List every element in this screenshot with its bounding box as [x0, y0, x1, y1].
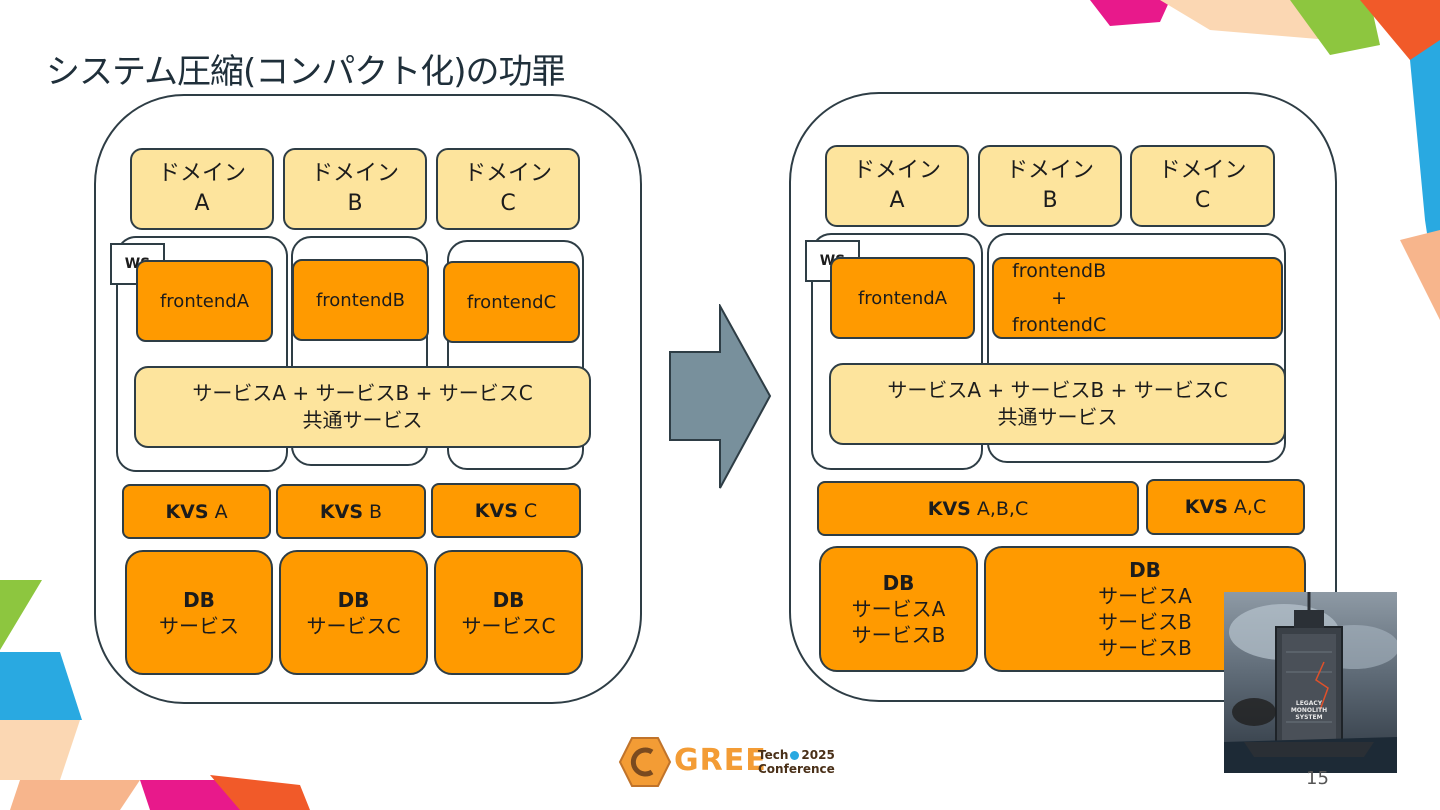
domain-label: ドメイン	[157, 161, 246, 186]
kvs-suffix: B	[369, 500, 383, 523]
kvs-label: KVS	[474, 499, 518, 522]
corner-decoration-top-right	[1090, 0, 1440, 320]
after-shared-service: サービスA + サービスB + サービスC 共通サービス	[829, 363, 1286, 445]
db-label: DB	[337, 587, 370, 612]
before-domain-b: ドメイン B	[283, 148, 427, 230]
before-db-1: DB サービス	[125, 550, 273, 675]
after-frontend-a: frontendA	[830, 257, 975, 339]
monolith-ship-icon	[1224, 592, 1397, 773]
after-domain-c: ドメイン C	[1130, 145, 1275, 227]
db-label: DB	[492, 587, 525, 612]
db-label: DB	[882, 571, 915, 595]
before-domain-a: ドメイン A	[130, 148, 274, 230]
kvs-label: KVS	[165, 500, 209, 523]
db-service: サービスC	[306, 613, 401, 638]
db-service: サービスA	[1098, 584, 1192, 608]
kvs-label: KVS	[927, 497, 971, 520]
domain-letter: C	[500, 191, 516, 216]
logo-conference: Conference	[758, 762, 835, 776]
domain-label: ドメイン	[1005, 158, 1094, 183]
before-frontend-a: frontendA	[136, 260, 273, 342]
logo-year: 2025	[801, 748, 835, 762]
caption-line: SYSTEM	[1295, 714, 1323, 721]
service-names: サービスA + サービスB + サービスC	[192, 381, 533, 405]
before-frontend-c: frontendC	[443, 261, 580, 343]
before-shared-service: サービスA + サービスB + サービスC 共通サービス	[134, 366, 591, 448]
page-number: 15	[1306, 768, 1329, 789]
after-domain-a: ドメイン A	[825, 145, 969, 227]
kvs-suffix: C	[523, 499, 538, 522]
kvs-label: KVS	[319, 500, 364, 523]
service-names: サービスA + サービスB + サービスC	[887, 378, 1228, 402]
domain-label: ドメイン	[310, 161, 399, 186]
kvs-suffix: A,C	[1233, 496, 1267, 518]
db-service: サービスB	[1098, 610, 1192, 634]
service-caption: 共通サービス	[302, 408, 423, 432]
domain-letter: B	[347, 191, 363, 216]
transition-arrow-icon	[669, 304, 772, 489]
frontend-b-label: frontendB	[1012, 259, 1107, 282]
db-service: サービス	[159, 613, 239, 638]
frontend-c-label: frontendC	[1012, 313, 1107, 336]
frontend-bc-text: frontendB + frontendC	[1012, 258, 1106, 339]
after-domain-b: ドメイン B	[978, 145, 1122, 227]
gree-tech-conference-logo: GREE Tech 2025 Conference	[618, 736, 835, 788]
db-service: サービスB	[1098, 636, 1192, 660]
before-db-3: DB サービスC	[434, 550, 583, 675]
domain-letter: A	[194, 191, 210, 216]
logo-globe-icon	[790, 751, 800, 760]
after-db-1: DB サービスA サービスB	[819, 546, 978, 672]
domain-label: ドメイン	[1158, 158, 1247, 183]
legacy-monolith-illustration: LEGACY MONOLITH SYSTEM	[1224, 592, 1397, 773]
domain-letter: B	[1042, 188, 1058, 213]
domain-letter: C	[1194, 188, 1211, 213]
hexagon-logo-icon	[618, 737, 672, 787]
before-domain-c: ドメイン C	[436, 148, 580, 230]
logo-text-block: Tech 2025 Conference	[758, 748, 835, 776]
kvs-suffix: A,B,C	[976, 497, 1029, 520]
domain-label: ドメイン	[852, 158, 941, 183]
before-db-2: DB サービスC	[279, 550, 428, 675]
db-label: DB	[183, 587, 215, 612]
kvs-suffix: A	[214, 500, 228, 523]
domain-label: ドメイン	[463, 161, 552, 186]
service-caption: 共通サービス	[997, 405, 1118, 429]
logo-tech: Tech	[758, 748, 789, 762]
db-service: サービスC	[461, 613, 556, 638]
corner-decoration-bottom-left	[0, 580, 310, 810]
caption-line: LEGACY	[1295, 700, 1323, 707]
slide-title: システム圧縮(コンパクト化)の功罪	[46, 52, 566, 92]
db-service: サービスB	[851, 623, 946, 647]
after-frontend-bc: frontendB + frontendC	[992, 257, 1283, 339]
monolith-caption: LEGACY MONOLITH SYSTEM	[1282, 700, 1336, 721]
kvs-label: KVS	[1184, 496, 1228, 518]
db-service: サービスA	[851, 597, 946, 621]
db-label: DB	[1129, 558, 1161, 582]
domain-letter: A	[889, 188, 905, 213]
before-frontend-b: frontendB	[292, 259, 429, 341]
plus-sign: +	[1051, 286, 1068, 309]
caption-line: MONOLITH	[1290, 707, 1328, 714]
logo-brand: GREE	[674, 743, 767, 778]
